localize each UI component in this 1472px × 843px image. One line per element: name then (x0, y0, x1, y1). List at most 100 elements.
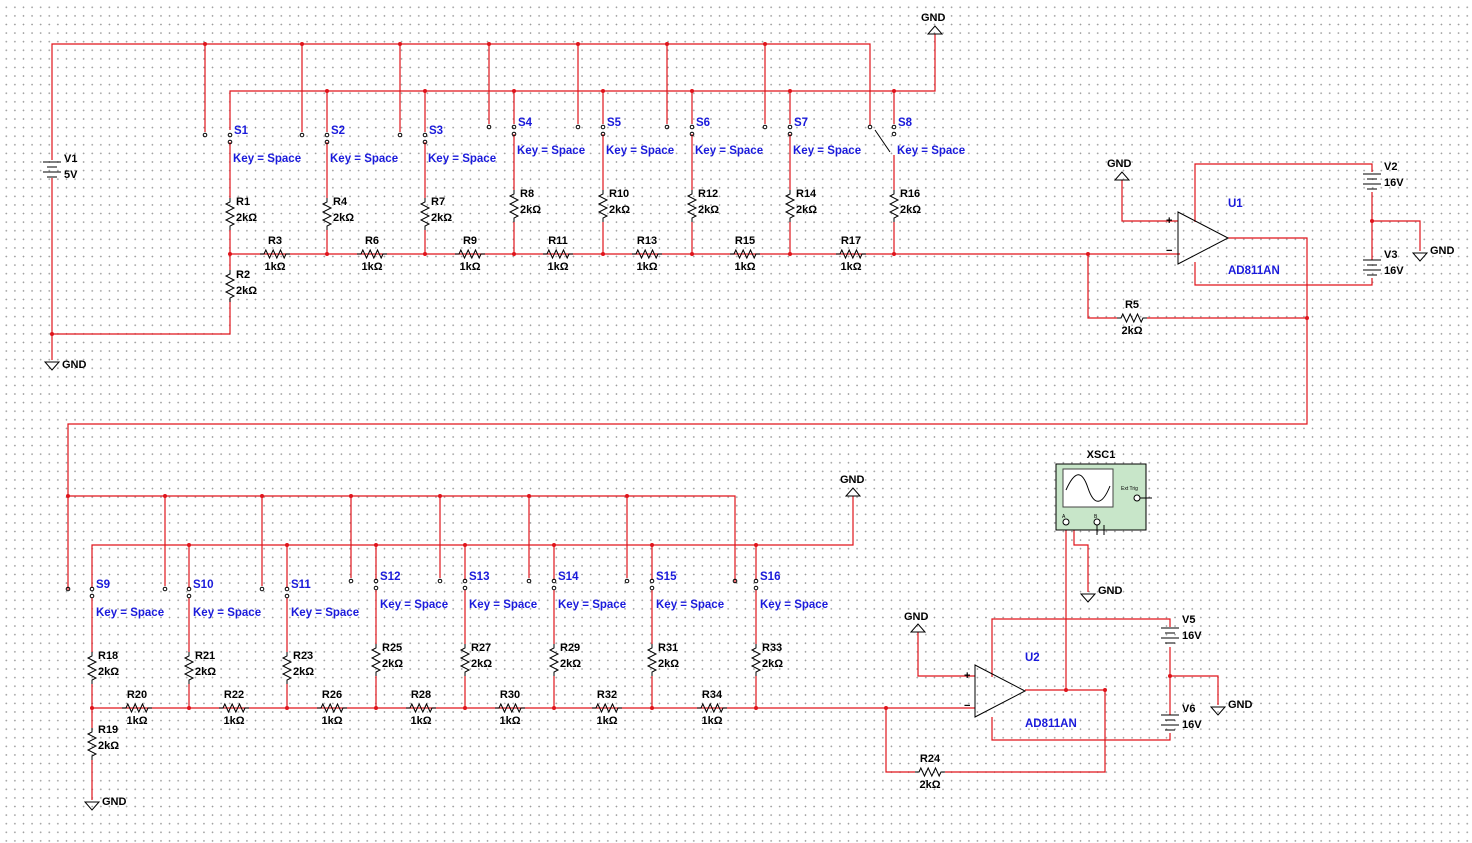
resistor-value: 2kΩ (293, 666, 314, 678)
resistor-name: R34 (702, 689, 723, 701)
resistor-name: R12 (698, 188, 718, 200)
resistor-name: R22 (224, 689, 244, 701)
resistor-name: R9 (463, 235, 477, 247)
v1-value: 5V (64, 169, 78, 181)
switch-s9[interactable] (65, 586, 95, 599)
switch-name: S16 (760, 571, 780, 583)
switch-s3[interactable] (397, 132, 428, 145)
switch-key: Key = Space (291, 607, 359, 619)
resistor-r1 (224, 198, 236, 230)
switch-key: Key = Space (897, 145, 965, 157)
resistor-r30 (495, 702, 525, 714)
switch-s8[interactable] (867, 124, 897, 137)
resistor-value: 2kΩ (333, 212, 354, 224)
scope-name: XSC1 (1087, 449, 1116, 461)
resistor-name: R21 (195, 650, 215, 662)
scope-ext-trig: Ext Trig (1121, 486, 1138, 492)
resistor-name: R29 (560, 642, 580, 654)
switch-key: Key = Space (760, 599, 828, 611)
switch-name: S1 (234, 125, 249, 137)
opamp-u1 (1177, 211, 1230, 265)
resistor-value: 1kΩ (264, 261, 285, 273)
resistor-r22 (219, 702, 249, 714)
opamp-minus: − (964, 700, 970, 712)
resistor-value: 2kΩ (236, 285, 257, 297)
switch-s16[interactable] (732, 578, 759, 591)
switch-key: Key = Space (469, 599, 537, 611)
switch-s14[interactable] (526, 578, 557, 591)
switch-s2[interactable] (299, 132, 330, 145)
resistor-r27 (459, 644, 471, 676)
switch-name: S3 (429, 125, 443, 137)
resistor-value: 1kΩ (734, 261, 755, 273)
switch-s10[interactable] (162, 586, 192, 599)
switch-s13[interactable] (437, 578, 468, 591)
switch-s1[interactable] (202, 132, 233, 145)
resistor-name: R1 (236, 196, 250, 208)
resistor-value: 2kΩ (98, 740, 119, 752)
resistor-value: 2kΩ (900, 204, 921, 216)
resistor-value: 1kΩ (636, 261, 657, 273)
resistor-r25 (370, 644, 382, 676)
components (43, 25, 1429, 811)
resistor-value: 1kΩ (321, 715, 342, 727)
v6-value: 16V (1182, 719, 1202, 731)
resistor-value: 2kΩ (1121, 325, 1142, 337)
battery-v3 (1363, 259, 1381, 276)
resistor-value: 2kΩ (658, 658, 679, 670)
resistor-name: R16 (900, 188, 920, 200)
resistor-name: R11 (548, 235, 568, 247)
ground-symbol (1113, 171, 1131, 181)
resistor-r28 (406, 702, 436, 714)
resistor-name: R31 (658, 642, 678, 654)
opamp-u2 (974, 664, 1027, 718)
switch-key: Key = Space (233, 153, 301, 165)
switch-name: S14 (558, 571, 579, 583)
resistor-r33 (750, 644, 762, 676)
resistor-name: R27 (471, 642, 491, 654)
battery-v5 (1161, 627, 1179, 644)
switch-s11[interactable] (259, 586, 290, 599)
resistor-value: 1kΩ (361, 261, 382, 273)
resistor-r29 (548, 644, 560, 676)
resistor-value: 1kΩ (410, 715, 431, 727)
resistor-name: R32 (597, 689, 617, 701)
switch-name: S5 (607, 117, 622, 129)
battery-v1 (43, 161, 61, 178)
switch-s12[interactable] (348, 578, 379, 591)
resistor-value: 1kΩ (459, 261, 480, 273)
switch-key: Key = Space (793, 145, 861, 157)
resistor-r11 (543, 248, 573, 260)
scope-channel-b: B (1094, 514, 1098, 520)
v5-value: 16V (1182, 630, 1202, 642)
switch-s7[interactable] (762, 124, 793, 137)
switch-s15[interactable] (624, 578, 655, 591)
resistor-name: R24 (920, 753, 941, 765)
resistor-value: 2kΩ (698, 204, 719, 216)
v3-value: 16V (1384, 265, 1404, 277)
resistor-r3 (260, 248, 290, 260)
resistor-name: R5 (1125, 299, 1139, 311)
resistor-value: 2kΩ (382, 658, 403, 670)
oscilloscope-xsc1[interactable] (1055, 463, 1152, 531)
resistor-name: R30 (500, 689, 520, 701)
ground-symbol (926, 25, 944, 35)
switch-key: Key = Space (656, 599, 724, 611)
opamp-name: U2 (1025, 652, 1040, 664)
resistor-name: R7 (431, 196, 445, 208)
ground-label: GND (62, 359, 87, 371)
resistor-r6 (357, 248, 387, 260)
ground-label: GND (102, 796, 127, 808)
resistor-r19 (86, 728, 98, 760)
resistor-name: R25 (382, 642, 402, 654)
ground-label: GND (904, 611, 929, 623)
ground-symbol (43, 361, 61, 371)
resistor-name: R6 (365, 235, 379, 247)
switch-s4[interactable] (486, 124, 517, 137)
switch-s6[interactable] (664, 124, 695, 137)
switch-key: Key = Space (695, 145, 763, 157)
switch-key: Key = Space (193, 607, 261, 619)
resistor-r14 (784, 190, 796, 222)
switch-s5[interactable] (575, 124, 606, 137)
